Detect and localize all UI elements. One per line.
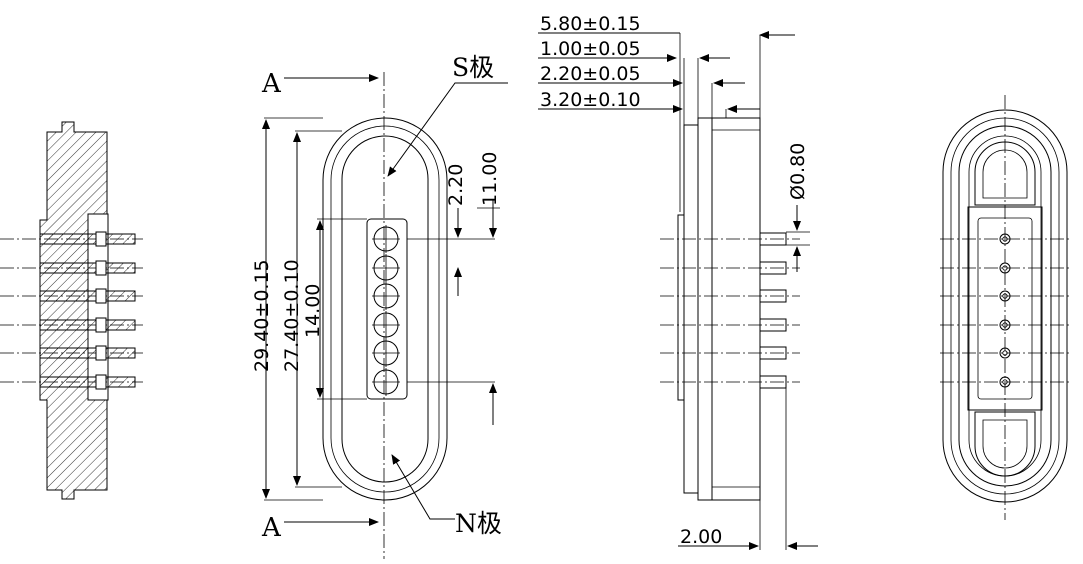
back-pin-frame (967, 206, 1043, 411)
dim-pin-to-center: 11.00 (479, 152, 501, 206)
housing-step (330, 125, 440, 493)
back-view (940, 95, 1070, 520)
label-s-pole: S极 (452, 53, 494, 82)
dim-pin-offset: 3.20±0.10 (540, 89, 641, 111)
back-pin (999, 262, 1011, 274)
section-label-top: A (261, 69, 282, 99)
back-pins (940, 233, 1070, 388)
front-view: A A 29.40±0.15 27.40±0.10 14.00 2.20 (251, 53, 508, 559)
dim-pin-to-end: 2.20 (445, 164, 467, 206)
back-pin (999, 376, 1011, 388)
outer-housing (322, 117, 448, 501)
magnet-recess (341, 135, 429, 483)
side-view: 5.80±0.15 1.00±0.05 2.20±0.05 3.20±0.10 … (538, 13, 818, 550)
section-pin (39, 376, 136, 388)
side-pin (759, 232, 787, 246)
dim-pin-diameter: Ø0.80 (787, 143, 809, 200)
front-pins (372, 225, 400, 396)
section-pin (39, 233, 136, 245)
dim-width-total: 5.80±0.15 (540, 13, 641, 35)
dim-overall-length: 29.40±0.15 (251, 259, 273, 372)
side-pin (759, 289, 787, 303)
side-flange (697, 117, 713, 501)
back-pin (999, 319, 1011, 331)
back-top-cavity (974, 141, 1036, 206)
section-pin (39, 319, 136, 331)
dim-inner-length: 27.40±0.10 (281, 259, 303, 372)
back-bottom-cavity (974, 411, 1036, 477)
side-pin (759, 318, 787, 332)
section-pins (0, 231, 143, 390)
label-n-pole: N极 (455, 509, 502, 538)
back-pin (999, 290, 1011, 302)
dim-flange-thickness: 1.00±0.05 (540, 38, 641, 60)
dim-pin-span: 14.00 (302, 284, 324, 338)
section-pin (39, 347, 136, 359)
pin-block (366, 218, 408, 400)
side-pin (759, 375, 787, 389)
side-housing (711, 117, 761, 501)
section-view (0, 121, 143, 500)
back-outer (942, 109, 1068, 503)
dim-pin-protrusion: 2.00 (680, 526, 722, 548)
side-back-plate (677, 214, 685, 401)
side-pin (759, 261, 787, 275)
section-pin (39, 290, 136, 302)
side-pins (660, 232, 800, 389)
side-pin (759, 346, 787, 360)
section-label-bottom: A (261, 513, 282, 543)
section-pin (39, 262, 136, 274)
back-pin (999, 233, 1011, 245)
back-pin (999, 347, 1011, 359)
dim-body-offset: 2.20±0.05 (540, 63, 641, 85)
side-body (683, 124, 699, 494)
